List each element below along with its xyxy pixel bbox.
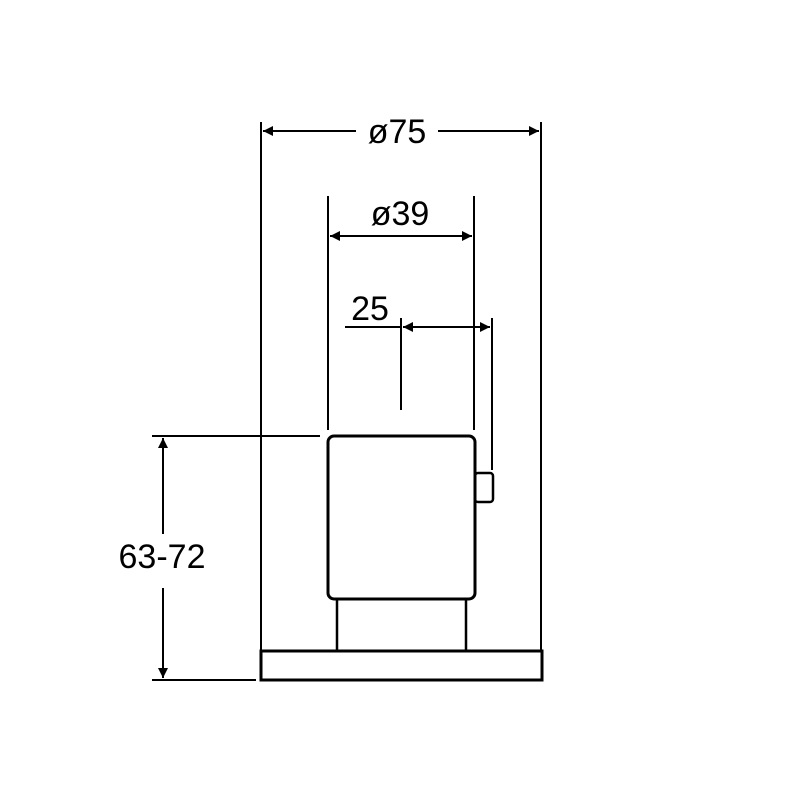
dimension-label-height: 63-72 xyxy=(119,538,206,576)
dimension-label-75: ø75 xyxy=(368,113,427,151)
stem xyxy=(335,599,468,651)
dimension-label-39: ø39 xyxy=(371,195,430,233)
wall-plate xyxy=(259,649,544,682)
side-pin xyxy=(473,471,495,504)
knob-body xyxy=(326,434,477,601)
dimension-label-25: 25 xyxy=(351,290,389,328)
